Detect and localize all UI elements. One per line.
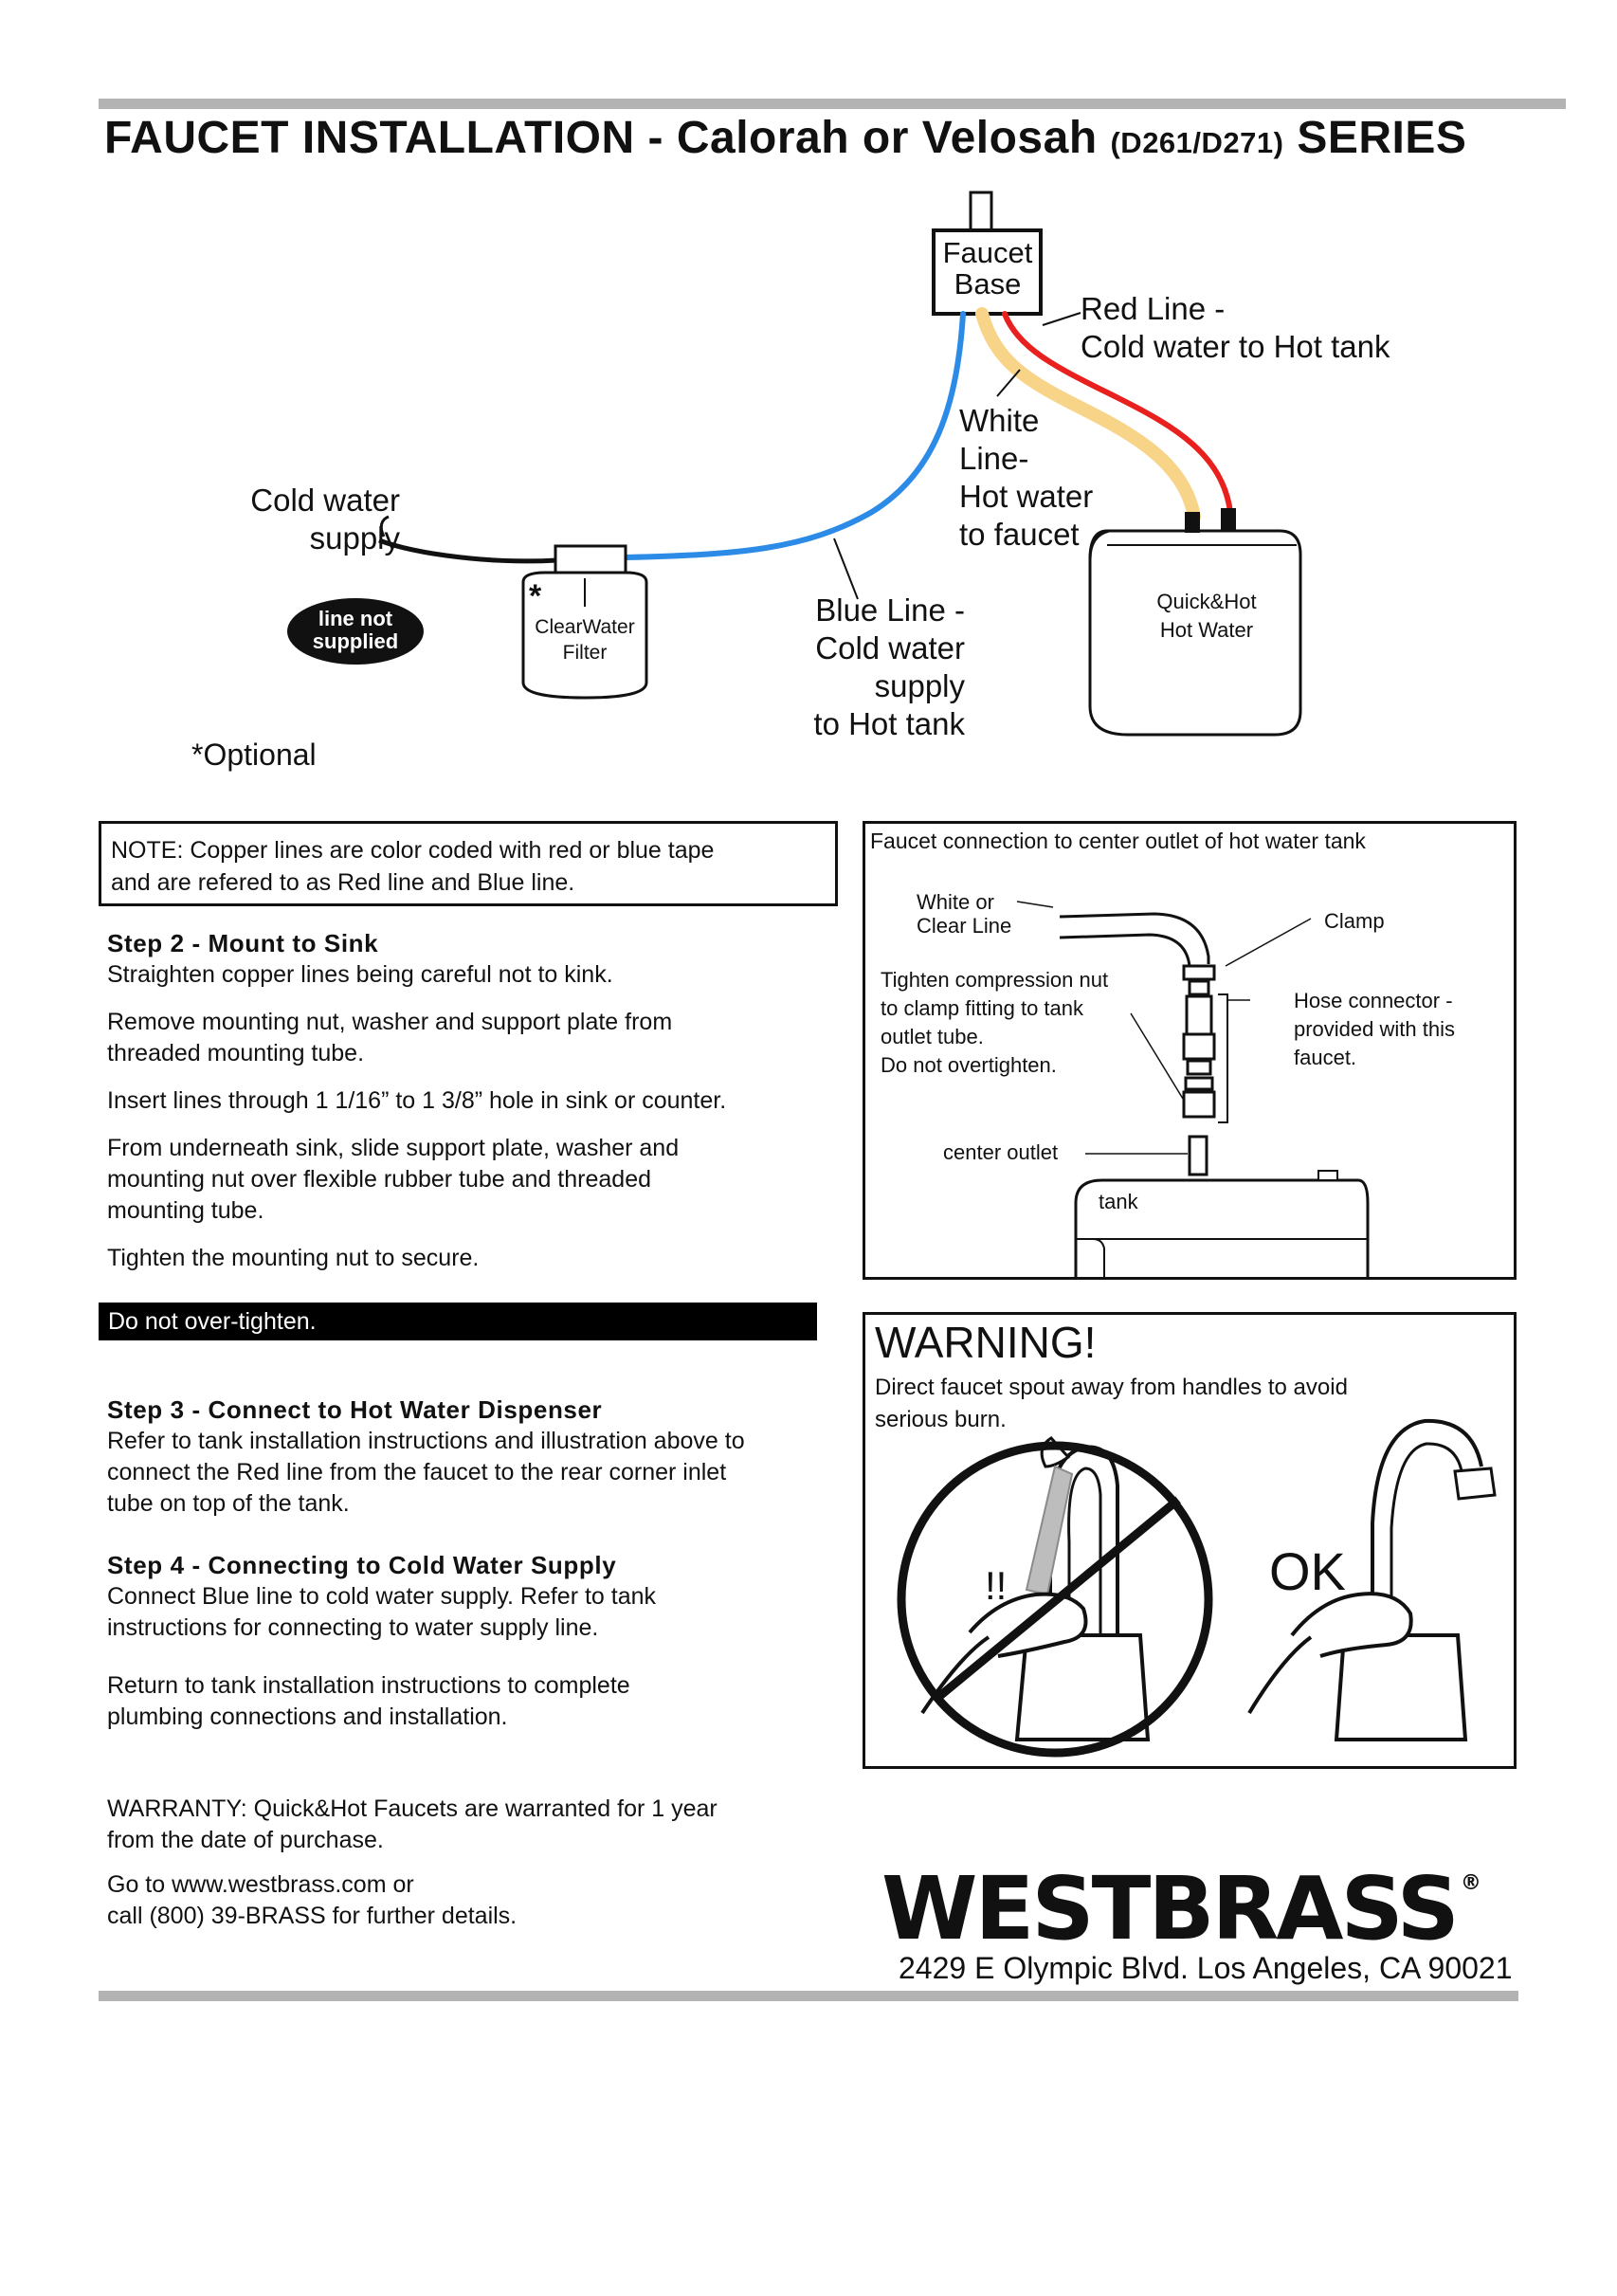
filter-label: ClearWater Filter (535, 616, 635, 664)
tighten-label: Tighten compression nut to clamp fitting… (881, 968, 1109, 1077)
top-rule (99, 99, 1566, 109)
warning-box: WARNING! Direct faucet spout away from h… (863, 1312, 1517, 1769)
step3-heading: Step 3 - Connect to Hot Water Dispenser (107, 1395, 603, 1424)
optional-note: *Optional (191, 738, 317, 772)
step2-p1: Straighten copper lines being careful no… (107, 961, 613, 988)
bad-mark: !! (985, 1563, 1008, 1608)
center-outlet-label: center outlet (943, 1140, 1059, 1164)
tank-inlet-white (1185, 512, 1200, 533)
white-line (975, 307, 1201, 523)
tank-inlet-red (1221, 508, 1236, 531)
connection-inset: Faucet connection to center outlet of ho… (863, 821, 1517, 1280)
title-model: (D261/D271) (1110, 126, 1284, 159)
plumbing-diagram (287, 191, 1302, 737)
step4-body: Connect Blue line to cold water supply. … (107, 1583, 657, 1641)
filter-head (554, 544, 627, 576)
westbrass-logo: WESTBRASS® (881, 1858, 1481, 1959)
line-not-supplied-label: line not supplied (312, 607, 399, 653)
step2-p5: Tighten the mounting nut to secure. (107, 1245, 480, 1271)
warranty-text: WARRANTY: Quick&Hot Faucets are warrante… (107, 1795, 718, 1853)
step3-body: Refer to tank installation instructions … (107, 1428, 745, 1517)
step4-heading: Step 4 - Connecting to Cold Water Supply (107, 1551, 617, 1579)
cold-water-supply-label: Cold water supply (250, 483, 400, 556)
hose-connector-label: Hose connector - provided with this fauc… (1294, 989, 1455, 1069)
warning-title: WARNING! (875, 1318, 1097, 1367)
filter-asterisk: * (529, 578, 542, 614)
white-clear-line-label: White or Clear Line (917, 890, 1012, 938)
tank-top-label: tank (1099, 1190, 1138, 1213)
registered-mark: ® (1460, 1871, 1481, 1895)
warning-illustration (897, 1418, 1497, 1758)
inset-title: Faucet connection to center outlet of ho… (870, 829, 1366, 853)
caution-bar: Do not over-tighten. (99, 1303, 817, 1340)
ok-faucet (1247, 1418, 1497, 1741)
red-line (1002, 311, 1233, 515)
step4-return: Return to tank installation instructions… (107, 1672, 630, 1730)
blue-line-label: Blue Line - Cold water supply to Hot tan… (813, 592, 965, 741)
blue-line (623, 311, 966, 560)
title-end: SERIES (1297, 113, 1467, 163)
page-title: FAUCET INSTALLATION - Calorah or Velosah… (104, 112, 1466, 164)
faucet-base-label: Faucet Base (942, 236, 1033, 301)
clamp-label: Clamp (1324, 909, 1385, 933)
title-main: FAUCET INSTALLATION - Calorah or Velosah (104, 113, 1098, 163)
filter-body (521, 571, 648, 700)
logo-text: WESTBRASS (881, 1858, 1460, 1959)
ok-mark: OK (1269, 1541, 1346, 1601)
company-address: 2429 E Olympic Blvd. Los Angeles, CA 900… (899, 1951, 1513, 1985)
bad-faucet (920, 1436, 1151, 1741)
step2-p4: From underneath sink, slide support plat… (107, 1135, 680, 1224)
step2-heading: Step 2 - Mount to Sink (107, 929, 379, 957)
red-line-label: Red Line - Cold water to Hot tank (1081, 291, 1390, 364)
prohibited-sign (897, 1441, 1213, 1758)
white-line-label: White Line- Hot water to faucet (959, 403, 1094, 552)
supply-line (378, 538, 558, 564)
line-not-supplied-oval (287, 598, 424, 665)
warranty-contact: Go to www.westbrass.com or call (800) 39… (107, 1871, 518, 1929)
note-box: NOTE: Copper lines are color coded with … (99, 821, 838, 906)
step2-p3: Insert lines through 1 1/16” to 1 3/8” h… (107, 1087, 727, 1114)
bottom-rule (99, 1991, 1518, 2001)
step2-p2: Remove mounting nut, washer and support … (107, 1009, 673, 1066)
faucet-stem (969, 191, 993, 232)
tank-label: Quick&Hot Hot Water (1156, 590, 1257, 642)
warning-body: Direct faucet spout away from handles to… (875, 1375, 1348, 1432)
connection-illustration (1016, 901, 1370, 1277)
